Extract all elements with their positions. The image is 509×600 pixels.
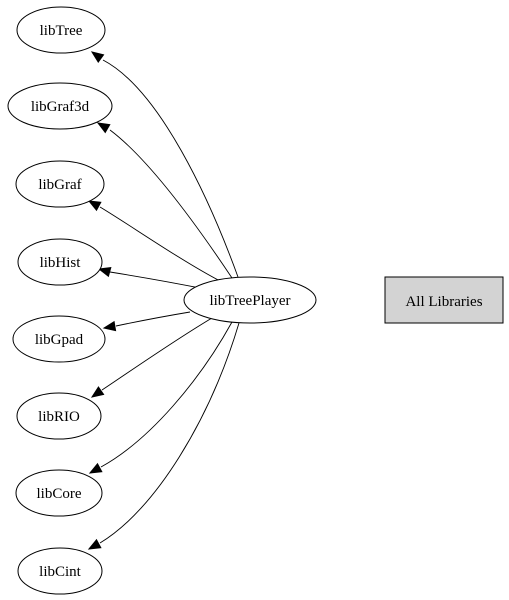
node-libgraf-label: libGraf [38, 177, 81, 193]
node-libgraf3d[interactable]: libGraf3d [7, 82, 113, 130]
arrowhead-icon [96, 122, 111, 134]
node-libgraf3d-label: libGraf3d [31, 99, 90, 115]
edge-line [109, 129, 233, 279]
node-libhist[interactable]: libHist [17, 238, 103, 286]
edge-line [101, 317, 213, 391]
edge-line [102, 59, 239, 278]
edge-libtreeplayer-to-libhist [97, 266, 206, 290]
edge-line [99, 206, 221, 282]
edge-libtreeplayer-to-librio [90, 317, 213, 398]
edge-libtreeplayer-to-libtree [90, 51, 239, 278]
node-libcint-label: libCint [39, 564, 82, 580]
arrowhead-icon [88, 462, 103, 474]
node-libcint[interactable]: libCint [17, 547, 103, 595]
node-libtree[interactable]: libTree [16, 6, 106, 54]
edge-libtreeplayer-to-libcint [87, 322, 240, 550]
arrowhead-icon [102, 320, 117, 332]
node-libgpad[interactable]: libGpad [12, 315, 106, 363]
node-libtreeplayer-label: libTreePlayer [209, 293, 290, 309]
node-libcore[interactable]: libCore [15, 469, 103, 517]
arrowhead-icon [97, 266, 112, 278]
edge-line [109, 271, 206, 290]
node-libhist-label: libHist [40, 255, 82, 271]
all-libraries-label: All Libraries [405, 294, 482, 310]
node-libtree-label: libTree [40, 23, 83, 39]
edge-line [115, 311, 191, 327]
edge-libtreeplayer-to-libcore [88, 321, 233, 474]
node-librio[interactable]: libRIO [16, 392, 102, 440]
node-libtreeplayer[interactable]: libTreePlayer [183, 276, 317, 324]
all-libraries-link[interactable]: All Libraries [384, 276, 504, 324]
arrowhead-icon [90, 386, 105, 398]
node-libcore-label: libCore [37, 486, 82, 502]
node-libgraf[interactable]: libGraf [15, 160, 105, 208]
edge-line [99, 322, 240, 544]
arrowhead-icon [87, 200, 102, 212]
edge-libtreeplayer-to-libgpad [102, 311, 191, 332]
node-libgpad-label: libGpad [35, 332, 84, 348]
edge-line [100, 321, 233, 468]
edge-libtreeplayer-to-libgraf [87, 200, 221, 282]
edges-group [87, 51, 240, 550]
arrowhead-icon [87, 538, 102, 550]
nodes-group: libTreePlayer libTree libGraf3d libGraf … [7, 6, 504, 595]
arrowhead-icon [90, 51, 105, 64]
edge-libtreeplayer-to-libgraf3d [96, 122, 233, 279]
node-librio-label: libRIO [38, 409, 80, 425]
